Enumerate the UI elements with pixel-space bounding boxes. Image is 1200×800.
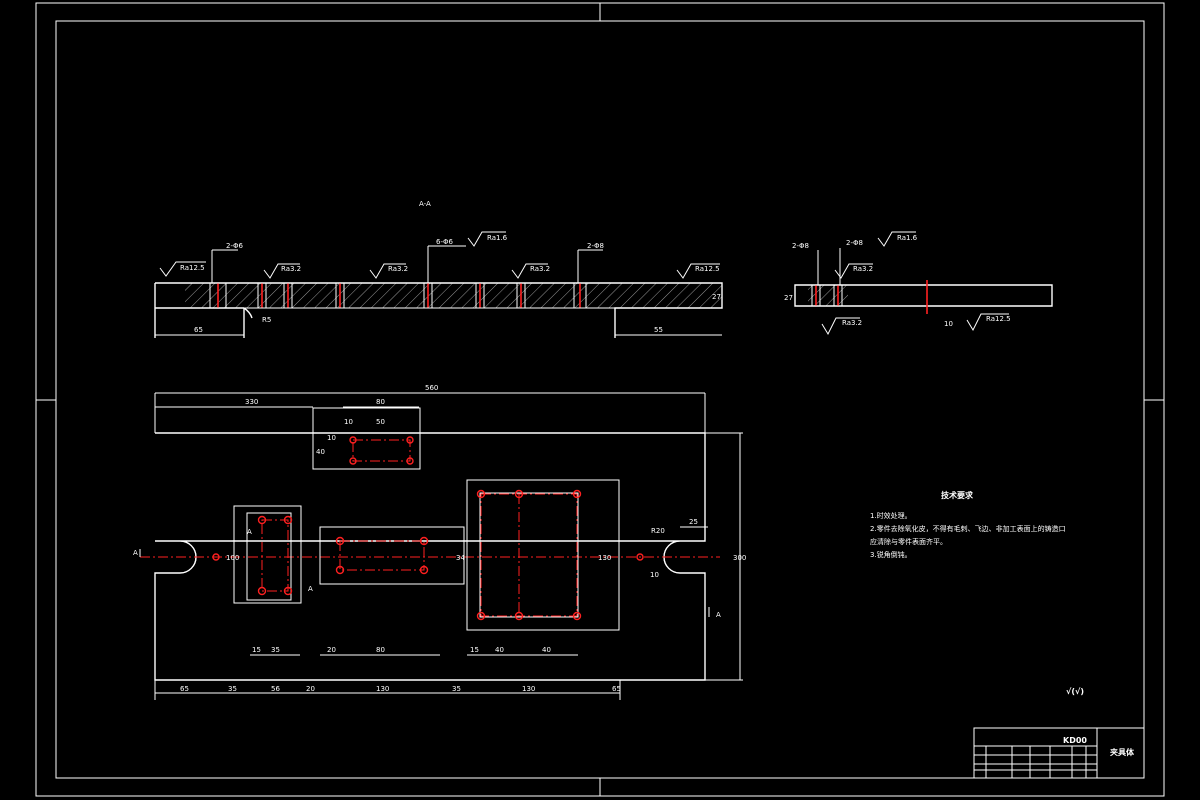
svg-text:Ra3.2: Ra3.2 [842, 319, 862, 327]
dim-r5: R5 [262, 316, 271, 324]
dim-b-65b: 65 [612, 685, 621, 693]
section-label: A-A [419, 200, 431, 208]
dim-right-10: 10 [944, 320, 953, 328]
technical-notes: 技术要求 1.时效处理。 2.零件去除氧化皮，不得有毛刺、飞边、非加工表面上的铸… [870, 490, 1066, 559]
svg-text:Ra3.2: Ra3.2 [530, 265, 550, 273]
callout-6-phi6: 6-Φ6 [436, 238, 453, 246]
dim-10a: 10 [344, 418, 353, 426]
section-mark-a1: A [133, 549, 138, 557]
section-mark-a2: A [308, 585, 313, 593]
callout-2-phi6: 2-Φ6 [226, 242, 243, 250]
dim-i-35: 35 [271, 646, 280, 654]
drawing-code: KD00 [1063, 736, 1087, 745]
svg-text:Ra1.6: Ra1.6 [487, 234, 508, 242]
right-block [466, 479, 620, 631]
dim-i-40a: 40 [495, 646, 504, 654]
dim-65: 65 [194, 326, 203, 334]
svg-text:Ra3.2: Ra3.2 [853, 265, 873, 273]
section-mark-a4: A [716, 611, 721, 619]
dim-10-slot: 10 [650, 571, 659, 579]
dim-i-15b: 15 [470, 646, 479, 654]
notes-item-1: 1.时效处理。 [870, 511, 912, 520]
dim-34: 34 [456, 554, 465, 562]
section-mark-a3: A [247, 528, 252, 536]
svg-text:Ra12.5: Ra12.5 [180, 264, 205, 272]
dim-330: 330 [245, 398, 258, 406]
dim-b-130a: 130 [376, 685, 389, 693]
dim-b-35b: 35 [452, 685, 461, 693]
plan-view: 560 330 80 10 50 10 40 300 100 130 34 65… [133, 384, 746, 700]
dim-10b: 10 [327, 434, 336, 442]
section-view-left: 2-Φ6 6-Φ6 2-Φ8 Ra12.5 Ra3.2 Ra1.6 Ra3.2 … [154, 231, 723, 338]
dim-55: 55 [654, 326, 663, 334]
dim-300: 300 [733, 554, 746, 562]
svg-text:Ra3.2: Ra3.2 [281, 265, 301, 273]
dim-b-65: 65 [180, 685, 189, 693]
svg-text:Ra1.6: Ra1.6 [897, 234, 918, 242]
dim-50: 50 [376, 418, 385, 426]
section-holes [209, 282, 587, 309]
notes-title: 技术要求 [941, 490, 974, 500]
section-view-right: 2-Φ8 2-Φ8 Ra1.6 Ra3.2 Ra3.2 Ra12.5 27 10 [784, 231, 1053, 336]
title-block: KD00 夹具体 [973, 727, 1145, 779]
dim-25: 25 [689, 518, 698, 526]
dim-b-35: 35 [228, 685, 237, 693]
dim-80: 80 [376, 398, 385, 406]
dim-560: 560 [425, 384, 438, 392]
dim-40: 40 [316, 448, 325, 456]
dim-b-56: 56 [271, 685, 280, 693]
roughness-symbols-left: Ra12.5 Ra3.2 Ra1.6 Ra3.2 Ra3.2 Ra12.5 [159, 231, 720, 279]
callout-right-2: 2-Φ8 [846, 239, 863, 247]
sheet-border [35, 2, 1165, 797]
svg-text:Ra12.5: Ra12.5 [695, 265, 720, 273]
middle-block [319, 526, 465, 585]
dim-i-40b: 40 [542, 646, 551, 654]
notes-item-3: 应清除与零件表面齐平。 [870, 537, 947, 546]
dim-b-20: 20 [306, 685, 315, 693]
upper-pad [312, 407, 421, 470]
dim-i-15: 15 [252, 646, 261, 654]
svg-text:Ra12.5: Ra12.5 [986, 315, 1011, 323]
notes-item-2: 2.零件去除氧化皮，不得有毛刺、飞边、非加工表面上的铸造口 [870, 524, 1066, 533]
dim-100: 100 [226, 554, 239, 562]
notes-item-4: 3.锐角倒钝。 [870, 550, 912, 559]
dim-r20: R20 [651, 527, 665, 535]
dim-i-20: 20 [327, 646, 336, 654]
svg-text:Ra3.2: Ra3.2 [388, 265, 408, 273]
dim-i-80: 80 [376, 646, 385, 654]
left-block [233, 505, 302, 604]
dim-b-130b: 130 [522, 685, 535, 693]
dim-130: 130 [598, 554, 611, 562]
dim-right-27: 27 [784, 294, 793, 302]
callout-right-1: 2-Φ8 [792, 242, 809, 250]
drawing-name: 夹具体 [1110, 747, 1135, 757]
callout-2-phi8: 2-Φ8 [587, 242, 604, 250]
roughness-rest: √(√) [1066, 687, 1084, 696]
dim-27: 27 [712, 293, 721, 301]
